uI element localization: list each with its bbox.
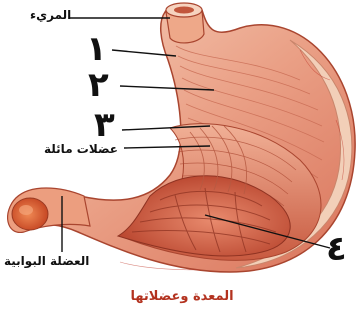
label-layer-3: ٣ (94, 108, 115, 142)
diagram-caption: المعدة وعضلاتها (0, 289, 364, 304)
label-pyloric-sphincter: العضلة البوابية (4, 254, 89, 268)
label-layer-1: ١ (86, 32, 107, 66)
label-layer-2: ٢ (88, 68, 109, 102)
label-layer-4: ٤ (326, 232, 347, 266)
label-oblique-muscles: عضلات مائلة (44, 142, 118, 156)
label-esophagus: المريء (30, 8, 71, 22)
